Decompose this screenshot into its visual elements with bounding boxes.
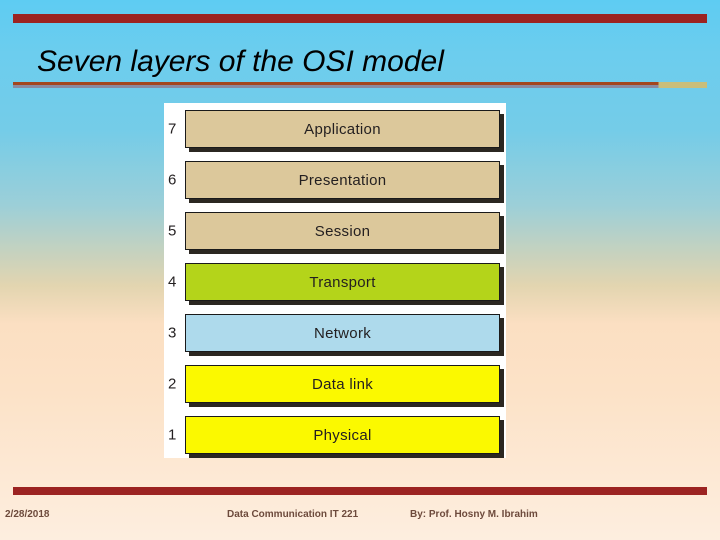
layer-label: Transport	[309, 273, 376, 291]
layer-box[interactable]: Session	[185, 212, 500, 250]
layer-number: 5	[168, 222, 177, 240]
title-underline-secondary	[13, 85, 707, 88]
layer-label: Presentation	[298, 171, 387, 189]
layer-label: Data link	[311, 375, 374, 393]
layer-label: Network	[313, 324, 372, 342]
layer-box[interactable]: Application	[185, 110, 500, 148]
layer-number: 6	[168, 171, 177, 189]
bottom-accent-bar	[13, 487, 707, 495]
layer-box[interactable]: Physical	[185, 416, 500, 454]
layer-row: 3 Network	[164, 314, 506, 352]
footer-author: By: Prof. Hosny M. Ibrahim	[410, 509, 538, 520]
layer-box[interactable]: Transport	[185, 263, 500, 301]
layer-number: 4	[168, 273, 177, 291]
title-underline-primary	[13, 82, 707, 85]
osi-diagram-panel: 7 Application 6 Presentation 5 Session 4 Transp…	[164, 103, 506, 458]
layer-label: Physical	[313, 426, 372, 444]
layer-number: 1	[168, 426, 177, 444]
layer-row: 1 Physical	[164, 416, 506, 454]
layer-row: 5 Session	[164, 212, 506, 250]
page-title: Seven layers of the OSI model	[37, 45, 444, 78]
layer-label: Application	[304, 120, 381, 138]
layer-number: 7	[168, 120, 177, 138]
layer-label: Session	[314, 222, 371, 240]
top-accent-bar	[13, 14, 707, 23]
layer-number: 2	[168, 375, 177, 393]
layer-box[interactable]: Data link	[185, 365, 500, 403]
layer-row: 4 Transport	[164, 263, 506, 301]
layer-row: 2 Data link	[164, 365, 506, 403]
layer-row: 6 Presentation	[164, 161, 506, 199]
layer-box[interactable]: Presentation	[185, 161, 500, 199]
footer-course-name: Data Communication IT 221	[227, 509, 359, 520]
layer-number: 3	[168, 324, 177, 342]
layer-box[interactable]: Network	[185, 314, 500, 352]
footer-date: 2/28/2018	[5, 509, 50, 520]
layer-row: 7 Application	[164, 110, 506, 148]
